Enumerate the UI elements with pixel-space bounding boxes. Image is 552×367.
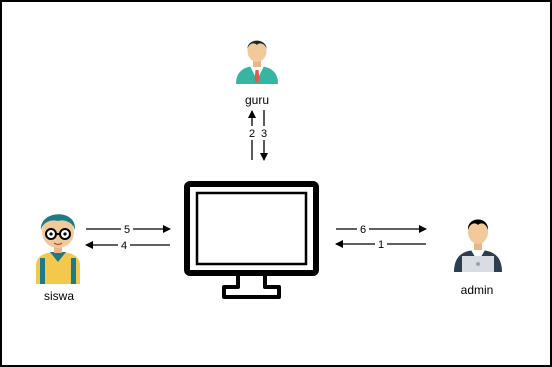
flow-1: 1 (335, 237, 426, 251)
admin-laptop-person-icon (454, 219, 502, 272)
flow-label-5: 5 (124, 224, 130, 236)
flow-label-2: 2 (249, 128, 255, 140)
teacher-person-icon (236, 40, 278, 84)
actor-guru: guru (236, 40, 278, 107)
computer-monitor-icon (184, 181, 319, 299)
flow-5: 5 (86, 222, 171, 236)
actor-siswa: siswa (36, 214, 80, 303)
flow-4: 4 (85, 238, 170, 252)
flow-3: 3 (258, 110, 270, 161)
student-person-icon (36, 214, 80, 284)
actor-label-guru: guru (245, 93, 269, 107)
system-computer (184, 181, 319, 299)
flow-label-1: 1 (378, 239, 384, 251)
actor-admin: admin (454, 219, 502, 297)
actor-label-siswa: siswa (44, 289, 74, 303)
flow-label-3: 3 (261, 128, 267, 140)
flow-label-4: 4 (121, 240, 127, 252)
flow-6: 6 (336, 222, 427, 236)
flow-label-6: 6 (360, 224, 366, 236)
flow-2: 2 (246, 110, 258, 160)
actor-label-admin: admin (461, 283, 494, 297)
